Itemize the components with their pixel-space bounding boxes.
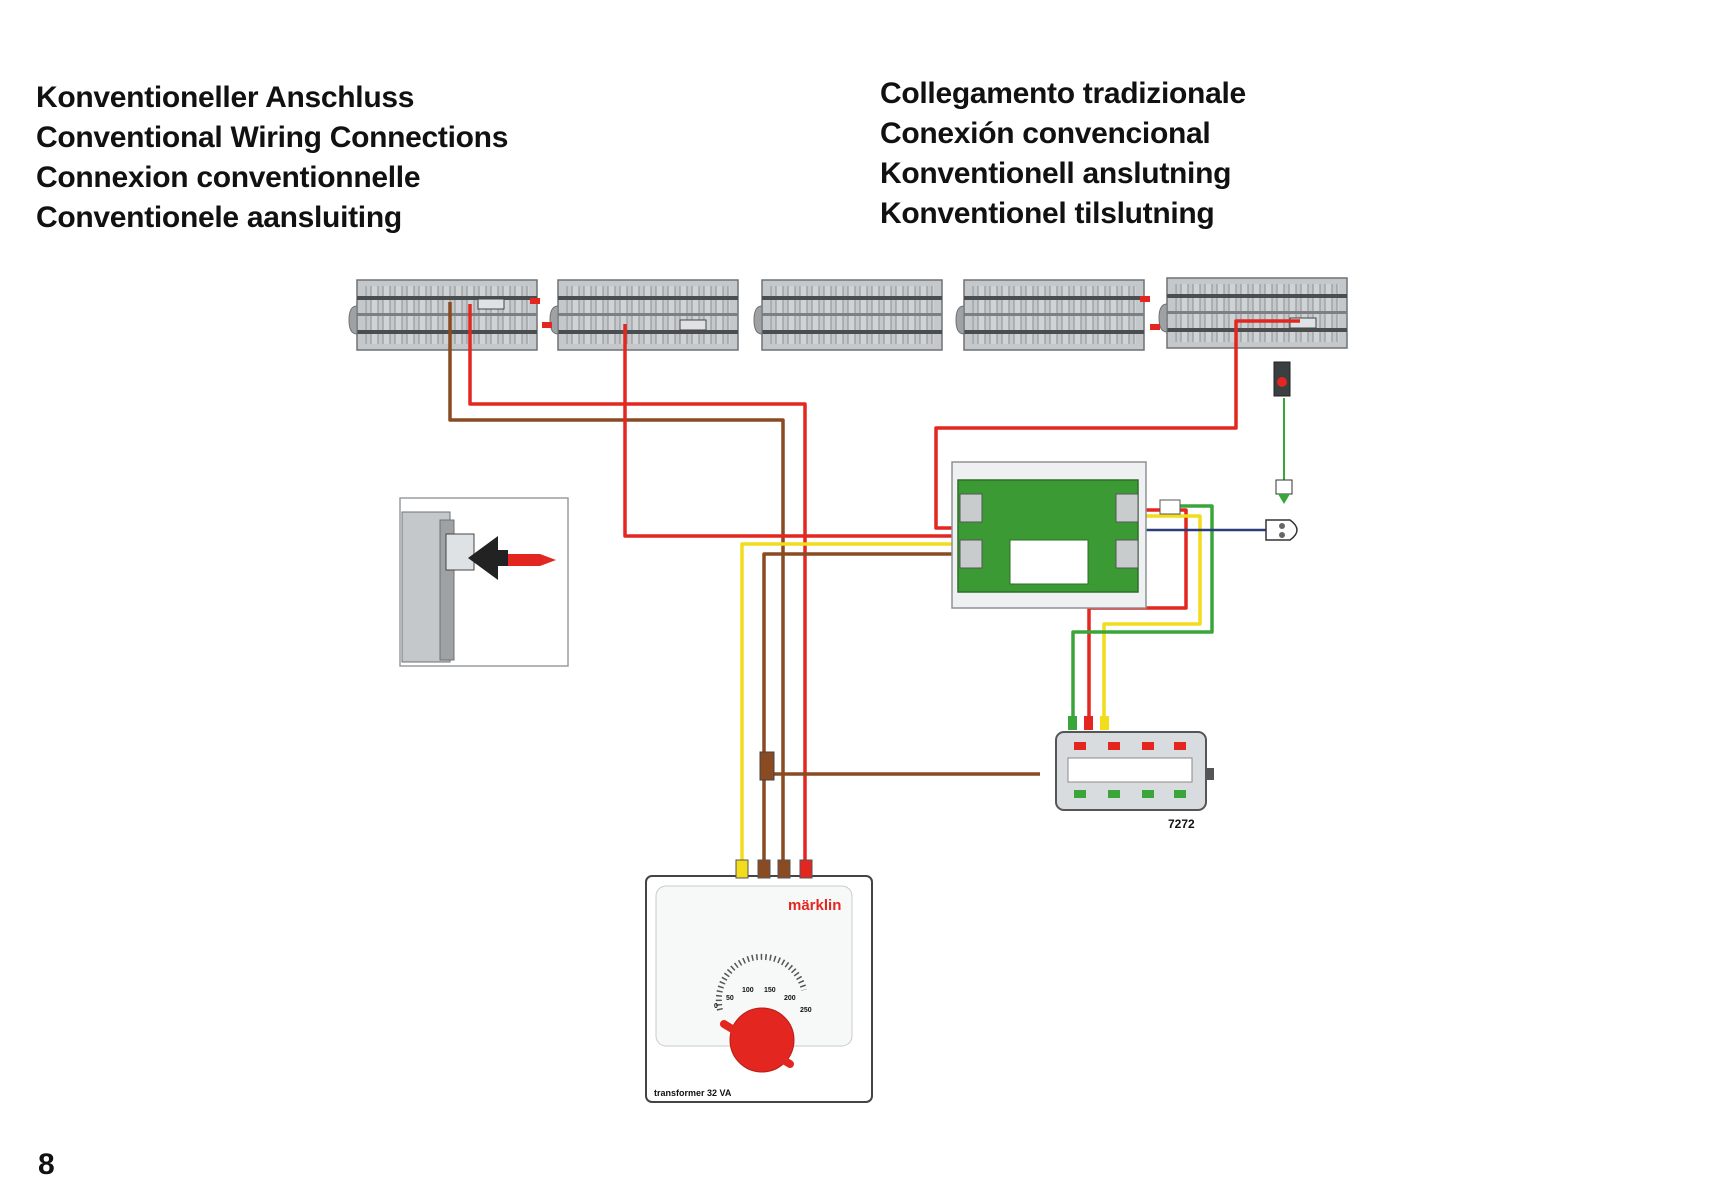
title-italian: Collegamento tradizionale bbox=[880, 77, 1246, 110]
wire-green-board bbox=[1071, 504, 1214, 722]
wire-yellow-board bbox=[1102, 514, 1202, 722]
wire-junction bbox=[759, 751, 775, 781]
wire-brown-track bbox=[448, 302, 785, 862]
transformer: märklin 0 50 100 150 200 250 transformer… bbox=[645, 859, 873, 1103]
dial-label: 150 bbox=[764, 987, 776, 994]
control-box: 7272 bbox=[1055, 716, 1214, 831]
page-number: 8 bbox=[38, 1148, 55, 1181]
inset-clip-detail bbox=[399, 497, 569, 667]
dial-label: 0 bbox=[714, 1003, 718, 1010]
track-clip bbox=[477, 298, 505, 310]
title-dutch: Conventionele aansluiting bbox=[36, 201, 402, 234]
wire-brown-power bbox=[762, 552, 960, 862]
track-clip bbox=[679, 319, 707, 331]
wire-red-track bbox=[468, 304, 807, 862]
title-english: Conventional Wiring Connections bbox=[36, 121, 509, 154]
track-clip bbox=[1289, 317, 1317, 329]
title-german: Konventioneller Anschluss bbox=[36, 81, 415, 114]
track-section-4 bbox=[955, 279, 1145, 351]
light-bulb-icon bbox=[1275, 479, 1293, 504]
track-section-3 bbox=[753, 279, 943, 351]
dial-label: 50 bbox=[726, 995, 734, 1002]
control-box-label: 7272 bbox=[1168, 817, 1195, 831]
title-spanish: Conexión convencional bbox=[880, 117, 1211, 150]
wires bbox=[448, 302, 1300, 862]
title-block-right: Collegamento tradizionale Conexión conve… bbox=[880, 74, 1246, 234]
plug-icon bbox=[1265, 519, 1298, 541]
track-section-2 bbox=[549, 279, 739, 351]
title-danish: Konventionel tilslutning bbox=[880, 197, 1215, 230]
transformer-model: transformer 32 VA bbox=[654, 1088, 732, 1098]
dial-label: 100 bbox=[742, 987, 754, 994]
arrow-icon bbox=[468, 536, 508, 580]
title-swedish: Konventionell anslutning bbox=[880, 157, 1232, 190]
transformer-brand: märklin bbox=[788, 897, 841, 914]
wire-red-track5 bbox=[934, 319, 1300, 530]
dial-label: 200 bbox=[784, 995, 796, 1002]
wire-yellow-power bbox=[740, 542, 960, 862]
circuit-board bbox=[951, 461, 1181, 609]
title-block-left: Konventioneller Anschluss Conventional W… bbox=[36, 78, 508, 238]
signal-icon bbox=[1273, 361, 1291, 397]
dial-label: 250 bbox=[800, 1007, 812, 1014]
title-french: Connexion conventionnelle bbox=[36, 161, 421, 194]
track-section-5 bbox=[1158, 277, 1348, 349]
wire-red-contact bbox=[623, 324, 960, 538]
track-section-1 bbox=[348, 279, 538, 351]
track-row bbox=[348, 277, 1348, 351]
